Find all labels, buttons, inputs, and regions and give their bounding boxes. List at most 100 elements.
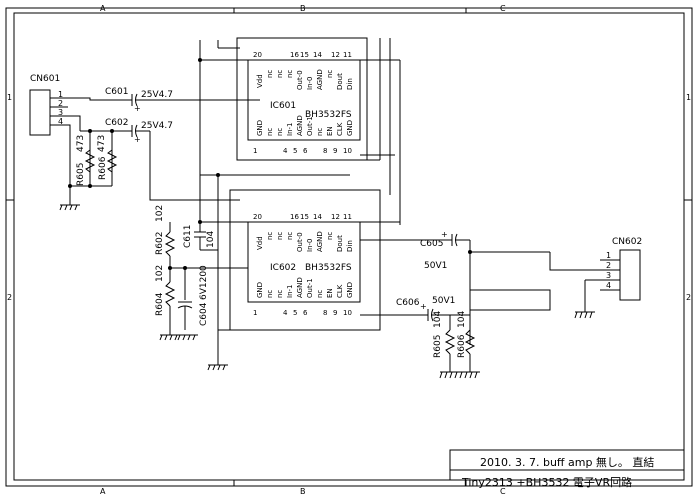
svg-text:11: 11 <box>343 213 352 221</box>
r605b-value: 104 <box>433 311 443 328</box>
svg-text:In-0: In-0 <box>306 239 314 252</box>
cn601-pin-4: 4 <box>58 117 63 126</box>
svg-text:AGND: AGND <box>316 231 324 252</box>
svg-text:In-0: In-0 <box>306 77 314 90</box>
svg-text:16: 16 <box>290 213 299 221</box>
svg-text:GND: GND <box>346 120 354 136</box>
cn601-pin-3: 3 <box>58 108 63 117</box>
svg-text:AGND: AGND <box>316 69 324 90</box>
resistor-r604: R604 102 <box>155 265 176 330</box>
svg-text:Out-1: Out-1 <box>306 116 314 136</box>
grid-col-c-top: C <box>500 4 506 13</box>
svg-text:4: 4 <box>283 147 288 155</box>
svg-text:12: 12 <box>331 213 340 221</box>
svg-text:16: 16 <box>290 51 299 59</box>
svg-text:5: 5 <box>293 309 297 317</box>
ic601-ref: IC601 <box>270 101 296 111</box>
svg-text:nc: nc <box>276 232 284 240</box>
svg-text:nc: nc <box>266 128 274 136</box>
svg-text:Din: Din <box>346 240 354 252</box>
grid-col-a-top: A <box>100 4 106 13</box>
grid-row-2-right: 2 <box>686 293 691 302</box>
r606b-ref: R606 <box>457 334 467 358</box>
c605-plus: + <box>441 230 448 239</box>
r605a-ref: R605 <box>76 163 86 186</box>
cn602-pin-3: 3 <box>606 271 611 280</box>
r604-ref: R604 <box>155 292 165 316</box>
svg-text:20: 20 <box>253 51 262 59</box>
cn602-pin-4: 4 <box>606 281 611 290</box>
c606-ref: C606 <box>396 298 420 308</box>
svg-text:6: 6 <box>303 309 308 317</box>
r605a-value: 473 <box>76 135 86 152</box>
cn601-pin-2: 2 <box>58 99 63 108</box>
c601-ref: C601 <box>105 87 128 97</box>
cn602-ref: CN602 <box>612 237 642 247</box>
r606a-value: 473 <box>97 135 107 152</box>
svg-text:nc: nc <box>286 70 294 78</box>
connector-cn602: CN602 1 2 3 4 <box>600 237 642 301</box>
svg-text:Dout: Dout <box>336 73 344 90</box>
capacitor-c604: C604 6V1200 <box>177 265 209 330</box>
resistor-r605-104: R605 104 <box>433 311 456 372</box>
c602-value: 25V4.7 <box>141 121 173 131</box>
grid-col-b-bottom: B <box>300 487 306 496</box>
svg-text:nc: nc <box>276 70 284 78</box>
svg-text:1: 1 <box>253 147 257 155</box>
svg-text:Din: Din <box>346 78 354 90</box>
svg-text:11: 11 <box>343 51 352 59</box>
svg-text:4: 4 <box>283 309 288 317</box>
svg-text:nc: nc <box>316 128 324 136</box>
capacitor-c606: C606 50V1 + <box>396 296 470 330</box>
grid-col-c-bottom: C <box>500 487 506 496</box>
r605b-ref: R605 <box>433 335 443 358</box>
svg-text:In-1: In-1 <box>286 285 294 298</box>
c606-plus: + <box>420 302 427 311</box>
c605-value: 50V1 <box>424 261 447 271</box>
svg-text:CLK: CLK <box>336 122 344 136</box>
ic602-ref: IC602 <box>270 263 296 273</box>
svg-text:nc: nc <box>326 70 334 78</box>
c602-ref: C602 <box>105 118 128 128</box>
svg-text:10: 10 <box>343 147 352 155</box>
c601-plus: + <box>134 104 141 113</box>
svg-text:1: 1 <box>253 309 257 317</box>
grid-row-1-right: 1 <box>686 93 691 102</box>
ic-ic602: IC602 BH3532FS 20 16 15 14 12 11 1 4 5 6… <box>229 189 381 331</box>
c604-ref: C604 <box>199 302 209 326</box>
svg-text:12: 12 <box>331 51 340 59</box>
svg-text:nc: nc <box>266 232 274 240</box>
ground-symbol <box>59 200 80 211</box>
svg-text:8: 8 <box>323 309 327 317</box>
ic-ic601: IC601 BH3532FS 20 16 15 14 12 11 1 4 5 6… <box>236 37 368 161</box>
svg-text:15: 15 <box>300 51 309 59</box>
svg-text:AGND: AGND <box>296 277 304 298</box>
svg-text:nc: nc <box>326 232 334 240</box>
grid-col-b-top: B <box>300 4 306 13</box>
c606-value: 50V1 <box>432 296 455 306</box>
svg-text:EN: EN <box>326 288 334 298</box>
svg-text:GND: GND <box>346 282 354 298</box>
svg-text:GND: GND <box>256 282 264 298</box>
sheet-border <box>5 7 693 487</box>
grid-row-2-left: 2 <box>7 293 12 302</box>
svg-text:nc: nc <box>266 70 274 78</box>
cn602-pin-2: 2 <box>606 261 611 270</box>
svg-text:14: 14 <box>313 213 322 221</box>
capacitor-c601: C601 25V4.7 + <box>105 87 220 113</box>
c604-value: 6V1200 <box>199 265 209 300</box>
grid-row-1-left: 1 <box>7 93 12 102</box>
ground-symbol <box>177 334 198 341</box>
cn601-ref: CN601 <box>30 74 60 84</box>
svg-text:20: 20 <box>253 213 262 221</box>
svg-text:6: 6 <box>303 147 308 155</box>
cn602-wiring <box>468 250 600 319</box>
resistor-r605-473: R605 473 <box>76 135 96 186</box>
capacitor-c605: C605 50V1 + <box>420 230 550 345</box>
ic601-part: BH3532FS <box>305 110 352 120</box>
cn602-pin-1: 1 <box>606 251 611 260</box>
capacitor-c611: C611 104 <box>183 222 216 250</box>
grid-col-a-bottom: A <box>100 487 106 496</box>
c601-value: 25V4.7 <box>141 90 173 100</box>
